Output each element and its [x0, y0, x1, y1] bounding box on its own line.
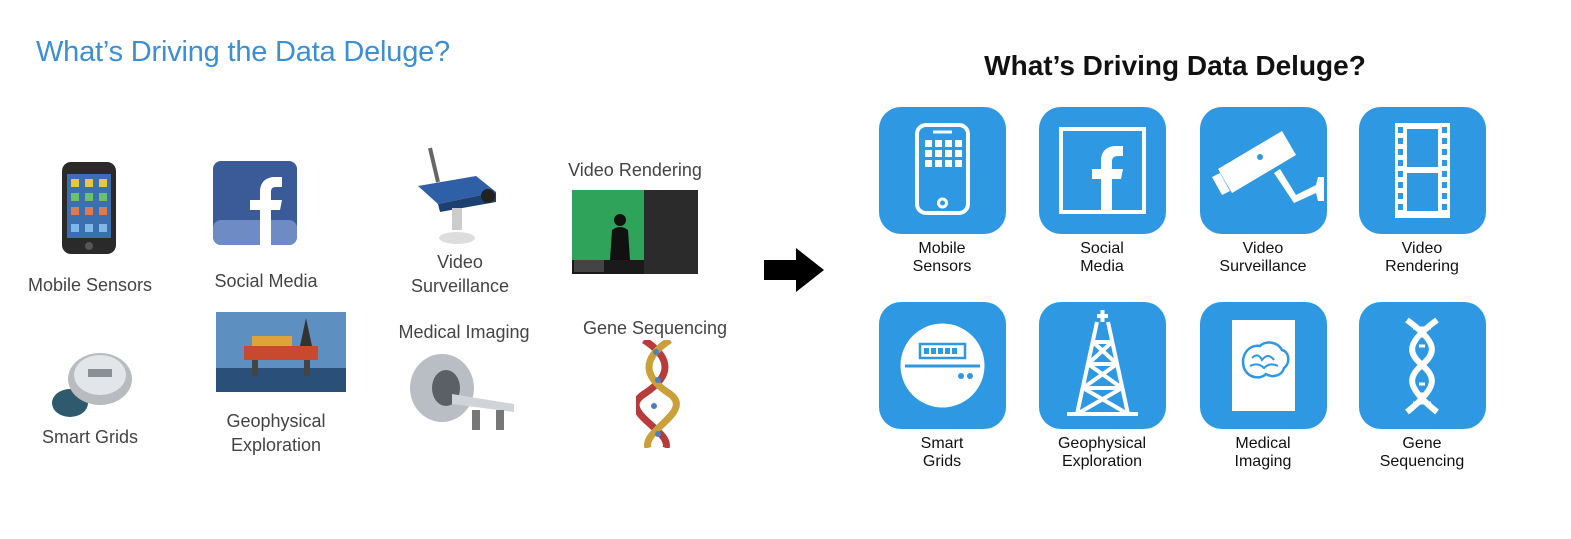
- tile-geophysical-exploration: [1039, 302, 1166, 429]
- mri-scanner-photo: [406, 348, 518, 441]
- old-item-label: Video Surveillance: [410, 252, 510, 296]
- film-strip-icon: [1395, 123, 1450, 218]
- smartphone-icon: [915, 123, 970, 215]
- tile-video-rendering: [1359, 107, 1486, 234]
- dna-icon: [1405, 317, 1439, 415]
- old-item-social-media: Social Media: [196, 269, 336, 293]
- facebook-icon: [1059, 127, 1146, 214]
- old-item-gene-sequencing: Gene Sequencing: [580, 316, 730, 340]
- old-item-medical-imaging: Medical Imaging: [392, 320, 536, 344]
- brain-scan-icon: [1232, 320, 1295, 411]
- tile-video-surveillance: [1200, 107, 1327, 234]
- old-item-geophysical-exploration: Geophysical Exploration: [206, 409, 346, 457]
- tile-label: Gene Sequencing: [1379, 435, 1465, 470]
- old-item-video-surveillance: Video Surveillance: [390, 250, 530, 298]
- old-item-mobile-sensors: Mobile Sensors: [20, 273, 160, 297]
- left-slide-title: What’s Driving the Data Deluge?: [36, 36, 450, 68]
- tile-label: Video Rendering: [1385, 240, 1459, 275]
- tile-label: Mobile Sensors: [912, 240, 972, 275]
- tile-label: Smart Grids: [920, 435, 964, 470]
- arrow-right-icon: [764, 248, 824, 297]
- tile-label: Social Media: [1080, 240, 1124, 275]
- facebook-logo: [212, 160, 298, 251]
- old-item-label: Video Rendering: [568, 160, 702, 180]
- old-item-label: Smart Grids: [41, 427, 138, 447]
- tile-medical-imaging: [1200, 302, 1327, 429]
- right-slide-title: What’s Driving Data Deluge?: [984, 50, 1366, 81]
- smart-meter-photo: [48, 345, 134, 428]
- old-item-label: Geophysical Exploration: [226, 411, 326, 455]
- dna-model-photo: [632, 337, 680, 453]
- tile-label: Video Surveillance: [1219, 240, 1307, 275]
- smartphone-photo: [60, 160, 118, 261]
- tile-social-media: [1039, 107, 1166, 234]
- security-camera-icon: [1212, 131, 1324, 203]
- old-item-label: Social Media: [214, 271, 318, 291]
- tile-gene-sequencing: [1359, 302, 1486, 429]
- tile-label: Geophysical Exploration: [1057, 435, 1147, 470]
- oil-platform-photo: [216, 312, 346, 397]
- old-item-video-rendering: Video Rendering: [560, 158, 710, 182]
- smart-meter-icon: [900, 323, 985, 408]
- old-item-label: Gene Sequencing: [582, 318, 728, 338]
- tile-smart-grids: [879, 302, 1006, 429]
- old-item-label: Mobile Sensors: [27, 275, 153, 295]
- old-item-label: Medical Imaging: [398, 322, 530, 342]
- security-camera-photo: [412, 146, 502, 251]
- oil-derrick-icon: [1067, 310, 1138, 416]
- tile-mobile-sensors: [879, 107, 1006, 234]
- old-item-smart-grids: Smart Grids: [20, 425, 160, 449]
- tile-label: Medical Imaging: [1234, 435, 1292, 470]
- video-rendering-photo: [572, 190, 698, 279]
